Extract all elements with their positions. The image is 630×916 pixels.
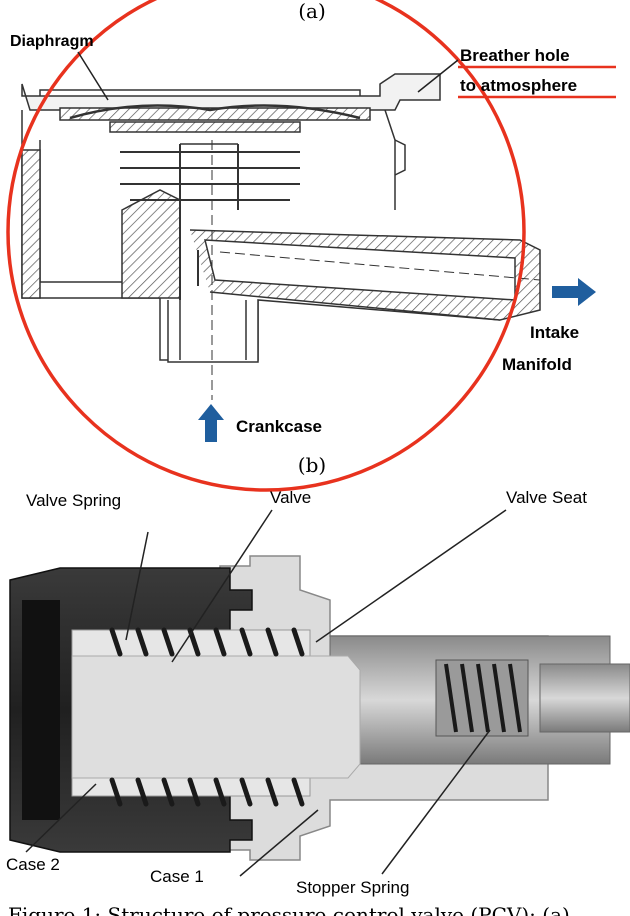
pcv-body-drawing-a <box>21 73 541 400</box>
label-breather-line2: to atmosphere <box>460 76 577 95</box>
leader-valve-seat <box>315 509 507 643</box>
crankcase-arrow-icon <box>198 404 224 442</box>
label-stopper-spring: Stopper Spring <box>296 878 409 897</box>
leader-breather <box>417 59 459 93</box>
label-breather-line1: Breather hole <box>460 46 570 65</box>
panel-a-label: (a) <box>298 0 326 23</box>
label-valve: Valve <box>270 488 311 507</box>
label-crankcase: Crankcase <box>236 417 322 436</box>
label-intake-line1: Intake <box>530 323 579 342</box>
label-case-1: Case 1 <box>150 867 204 886</box>
leader-case-1 <box>239 809 319 877</box>
panel-b-label: (b) <box>298 453 326 477</box>
leader-valve-spring <box>125 531 149 641</box>
highlight-circle <box>6 0 526 492</box>
label-intake-line2: Manifold <box>502 355 572 374</box>
label-valve-spring: Valve Spring <box>26 491 121 510</box>
leader-diaphragm <box>77 51 109 101</box>
leader-valve <box>171 509 273 663</box>
leader-case-2 <box>25 783 97 853</box>
label-diaphragm: Diaphragm <box>10 33 94 50</box>
panel-b: (b) <box>6 453 630 897</box>
panel-a: (a) <box>6 0 616 492</box>
label-case-2: Case 2 <box>6 855 60 874</box>
leader-stopper-spring <box>381 729 491 875</box>
intake-arrow-icon <box>552 278 596 306</box>
label-valve-seat: Valve Seat <box>506 488 587 507</box>
pcv-body-drawing-b <box>9 555 630 861</box>
figure-caption: Figure 1: Structure of pressure control … <box>8 903 570 916</box>
